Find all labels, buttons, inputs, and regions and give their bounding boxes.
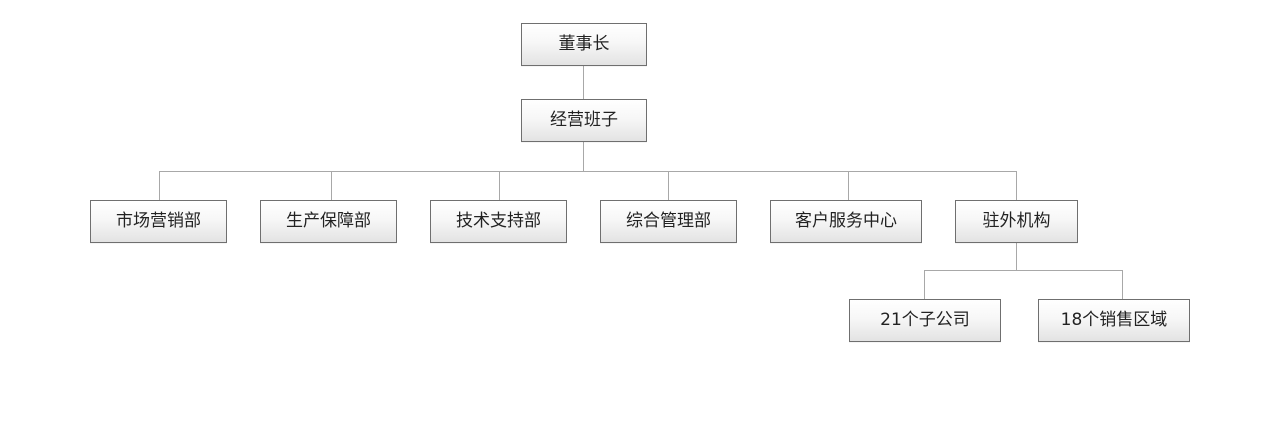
node-label: 客户服务中心 xyxy=(795,211,897,231)
node-subsidiaries: 21个子公司 xyxy=(849,299,1001,342)
node-label: 市场营销部 xyxy=(116,211,201,231)
node-customer-service-center: 客户服务中心 xyxy=(770,200,922,243)
connector-management-to-departments xyxy=(583,142,584,171)
node-label: 技术支持部 xyxy=(456,211,541,231)
node-production-support-department: 生产保障部 xyxy=(260,200,397,243)
connector-department-4 xyxy=(668,171,669,200)
external-units-bus-line xyxy=(924,270,1123,271)
node-marketing-department: 市场营销部 xyxy=(90,200,227,243)
node-label: 经营班子 xyxy=(550,110,618,130)
node-management-team: 经营班子 xyxy=(521,99,647,142)
node-label: 生产保障部 xyxy=(286,211,371,231)
node-chairman: 董事长 xyxy=(521,23,647,66)
node-label: 驻外机构 xyxy=(982,211,1051,231)
node-label: 董事长 xyxy=(558,34,610,54)
connector-department-1 xyxy=(159,171,160,200)
node-general-management-department: 综合管理部 xyxy=(600,200,737,243)
connector-department-2 xyxy=(331,171,332,200)
node-technical-support-department: 技术支持部 xyxy=(430,200,567,243)
connector-root-to-management xyxy=(583,66,584,99)
node-sales-regions: 18个销售区域 xyxy=(1038,299,1190,342)
connector-department-3 xyxy=(499,171,500,200)
connector-unit-1 xyxy=(924,270,925,299)
connector-unit-2 xyxy=(1122,270,1123,299)
node-label: 18个销售区域 xyxy=(1060,310,1168,330)
node-label: 综合管理部 xyxy=(626,211,711,231)
connector-department-6 xyxy=(1016,171,1017,200)
connector-department-5 xyxy=(848,171,849,200)
node-label: 21个子公司 xyxy=(880,310,970,330)
node-overseas-offices: 驻外机构 xyxy=(955,200,1078,243)
connector-external-to-units xyxy=(1016,243,1017,270)
department-bus-line xyxy=(159,171,1017,172)
